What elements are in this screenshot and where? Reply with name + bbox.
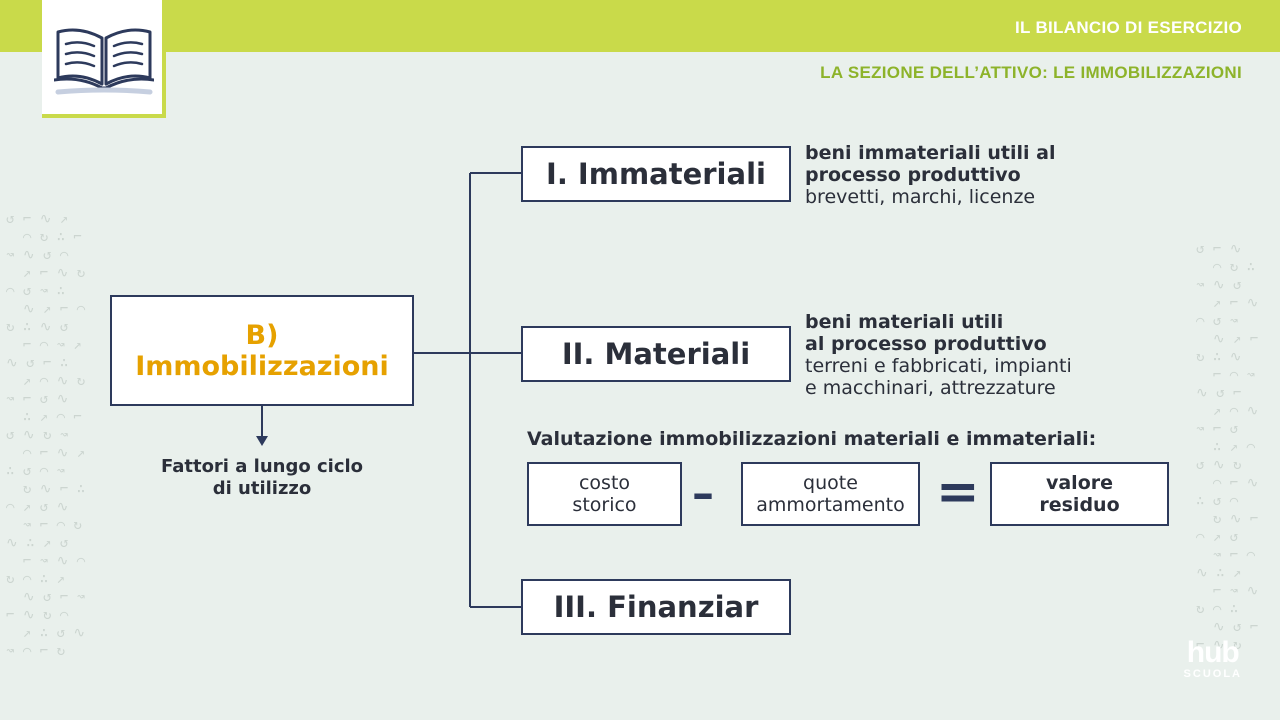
category-materiali-box: II. Materiali: [521, 326, 791, 382]
valore-residuo-box: valore residuo: [990, 462, 1169, 526]
watermark-main: hub: [1186, 636, 1240, 669]
background-pattern-right: ↺ ⌐ ∿ ⌒ ↻ ∴ ↝ ∿ ↺ ↗ ⌐ ∿ ⌒ ↺ ↝ ∿ ↗ ⌐ ↻ ∴ …: [1196, 241, 1259, 653]
costo-storico-line1: costo: [578, 472, 631, 494]
description-materiali-text1: terreni e fabbricati, impianti: [805, 355, 1072, 377]
long-cycle-line2: di utilizzo: [212, 478, 312, 499]
category-finanziar-label: III. Finanziar: [553, 590, 759, 624]
minus-operator: –: [692, 468, 714, 519]
category-immateriali-box: I. Immateriali: [521, 146, 791, 202]
long-cycle-caption: Fattori a lungo ciclo di utilizzo: [132, 456, 392, 500]
equals-operator: =: [936, 462, 980, 522]
header-title: IL BILANCIO DI ESERCIZIO: [1015, 18, 1242, 37]
open-book-icon: [54, 28, 154, 95]
immobilizzazioni-box: B) Immobilizzazioni: [110, 295, 414, 406]
background-pattern-left: ↺ ⌐ ∿ ↗ ⌒ ↻ ∴ ⌐ ↝ ∿ ↺ ⌒ ↗ ⌐ ∿ ↻ ⌒ ↺ ↝ ∴ …: [6, 211, 86, 659]
quote-ammortamento-line1: quote: [803, 472, 858, 494]
category-finanziar-box: III. Finanziar: [521, 579, 791, 635]
hub-scuola-watermark: hub SCUOLA: [1183, 636, 1242, 681]
main-box-line1: B): [245, 319, 279, 351]
valore-residuo-line1: valore: [1045, 472, 1113, 494]
header-bar: IL BILANCIO DI ESERCIZIO: [0, 0, 1280, 52]
section-subtitle: LA SEZIONE DELL’ATTIVO: LE IMMOBILIZZAZI…: [820, 63, 1242, 82]
category-materiali-label: II. Materiali: [561, 337, 751, 371]
costo-storico-line2: storico: [572, 494, 637, 516]
arrow-down-icon: [256, 436, 268, 446]
quote-ammortamento-box: quote ammortamento: [741, 462, 920, 526]
description-materiali: beni materiali utili al processo produtt…: [805, 311, 1072, 399]
category-immateriali-label: I. Immateriali: [546, 157, 766, 191]
main-box-line2: Immobilizzazioni: [135, 350, 389, 382]
description-materiali-text2: e macchinari, attrezzature: [805, 377, 1056, 399]
long-cycle-line1: Fattori a lungo ciclo: [160, 456, 364, 477]
quote-ammortamento-line2: ammortamento: [756, 494, 905, 516]
valore-residuo-line2: residuo: [1039, 494, 1120, 516]
description-immateriali-text1: brevetti, marchi, licenze: [805, 186, 1036, 208]
watermark-sub: SCUOLA: [1183, 668, 1242, 680]
description-immateriali: beni immateriali utili al processo produ…: [805, 142, 1055, 208]
costo-storico-box: costo storico: [527, 462, 682, 526]
description-materiali-bold1: beni materiali utili: [805, 311, 1004, 333]
description-immateriali-bold1: beni immateriali utili al: [805, 142, 1056, 164]
logo-card: [42, 0, 166, 118]
description-materiali-bold2: al processo produttivo: [805, 333, 1047, 355]
description-immateriali-bold2: processo produttivo: [805, 164, 1021, 186]
valuation-title: Valutazione immobilizzazioni materiali e…: [527, 428, 1097, 450]
